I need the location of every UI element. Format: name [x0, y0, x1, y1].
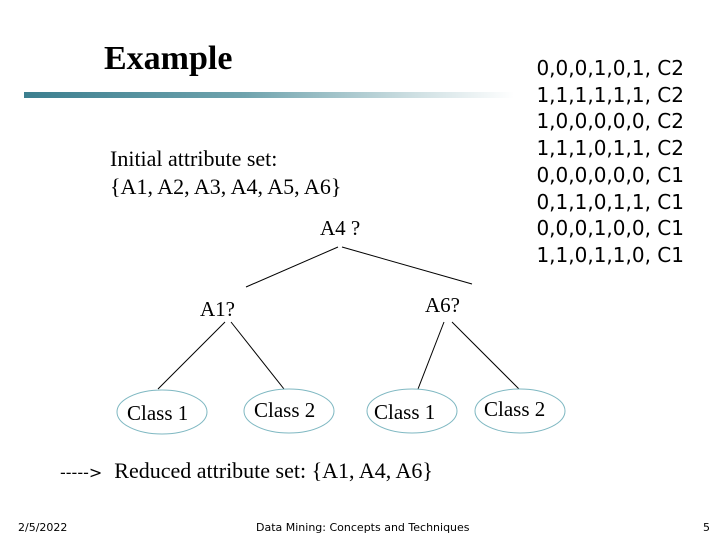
footer-date: 2/5/2022 — [18, 521, 68, 534]
leaf-ellipse — [243, 388, 335, 434]
page-number: 5 — [703, 521, 710, 534]
tree-edge-right-leaf4 — [451, 321, 520, 390]
data-row: 0,0,0,0,0,0, C1 — [536, 162, 684, 187]
data-row: 0,0,0,1,0,1, C2 — [536, 56, 684, 80]
tree-root-label: A4 ? — [320, 216, 360, 240]
leaf-ellipse — [116, 389, 208, 435]
data-row: 0,1,1,0,1,1, C1 — [536, 189, 684, 214]
training-data-table: 0,0,0,1,0,1, C2 1,1,1,1,1,1, C2 1,0,0,0,… — [536, 55, 684, 269]
tree-edge-left-leaf2 — [230, 321, 285, 390]
data-row: 1,1,0,1,1,0, C1 — [536, 242, 684, 267]
tree-right-node-label: A6? — [425, 293, 460, 317]
tree-edge-root-right — [341, 246, 473, 285]
tree-leaf: Class 1 — [366, 388, 458, 434]
tree-leaf: Class 2 — [243, 388, 335, 434]
leaf-ellipse — [474, 388, 566, 434]
leaf-label: Class 1 — [374, 400, 435, 424]
reduced-arrow: -----> — [60, 463, 103, 482]
tree-edge-left-leaf1 — [157, 321, 226, 390]
leaf-label: Class 2 — [254, 398, 315, 422]
leaf-label: Class 1 — [127, 401, 188, 425]
data-row: 1,1,1,0,1,1, C2 — [536, 136, 684, 161]
leaf-label: Class 2 — [484, 397, 545, 421]
reduced-attribute-text: Reduced attribute set: {A1, A4, A6} — [114, 458, 433, 483]
title-underline — [24, 92, 514, 98]
initial-attribute-set: {A1, A2, A3, A4, A5, A6} — [110, 174, 342, 199]
initial-attribute-label: Initial attribute set: — [110, 146, 278, 171]
data-row: 0,0,0,1,0,0, C1 — [536, 216, 684, 241]
tree-leaf: Class 2 — [474, 388, 566, 434]
tree-edge-root-left — [245, 246, 339, 288]
data-row: 1,1,1,1,1,1, C2 — [536, 82, 684, 107]
tree-edge-right-leaf3 — [417, 321, 445, 390]
tree-leaf: Class 1 — [116, 389, 208, 435]
tree-left-node-label: A1? — [200, 297, 235, 321]
data-row: 1,0,0,0,0,0, C2 — [536, 109, 684, 134]
reduced-attribute-set: -----> Reduced attribute set: {A1, A4, A6… — [60, 458, 433, 484]
leaf-ellipse — [366, 388, 458, 434]
footer-title: Data Mining: Concepts and Techniques — [256, 521, 470, 534]
slide-title: Example — [104, 40, 233, 77]
